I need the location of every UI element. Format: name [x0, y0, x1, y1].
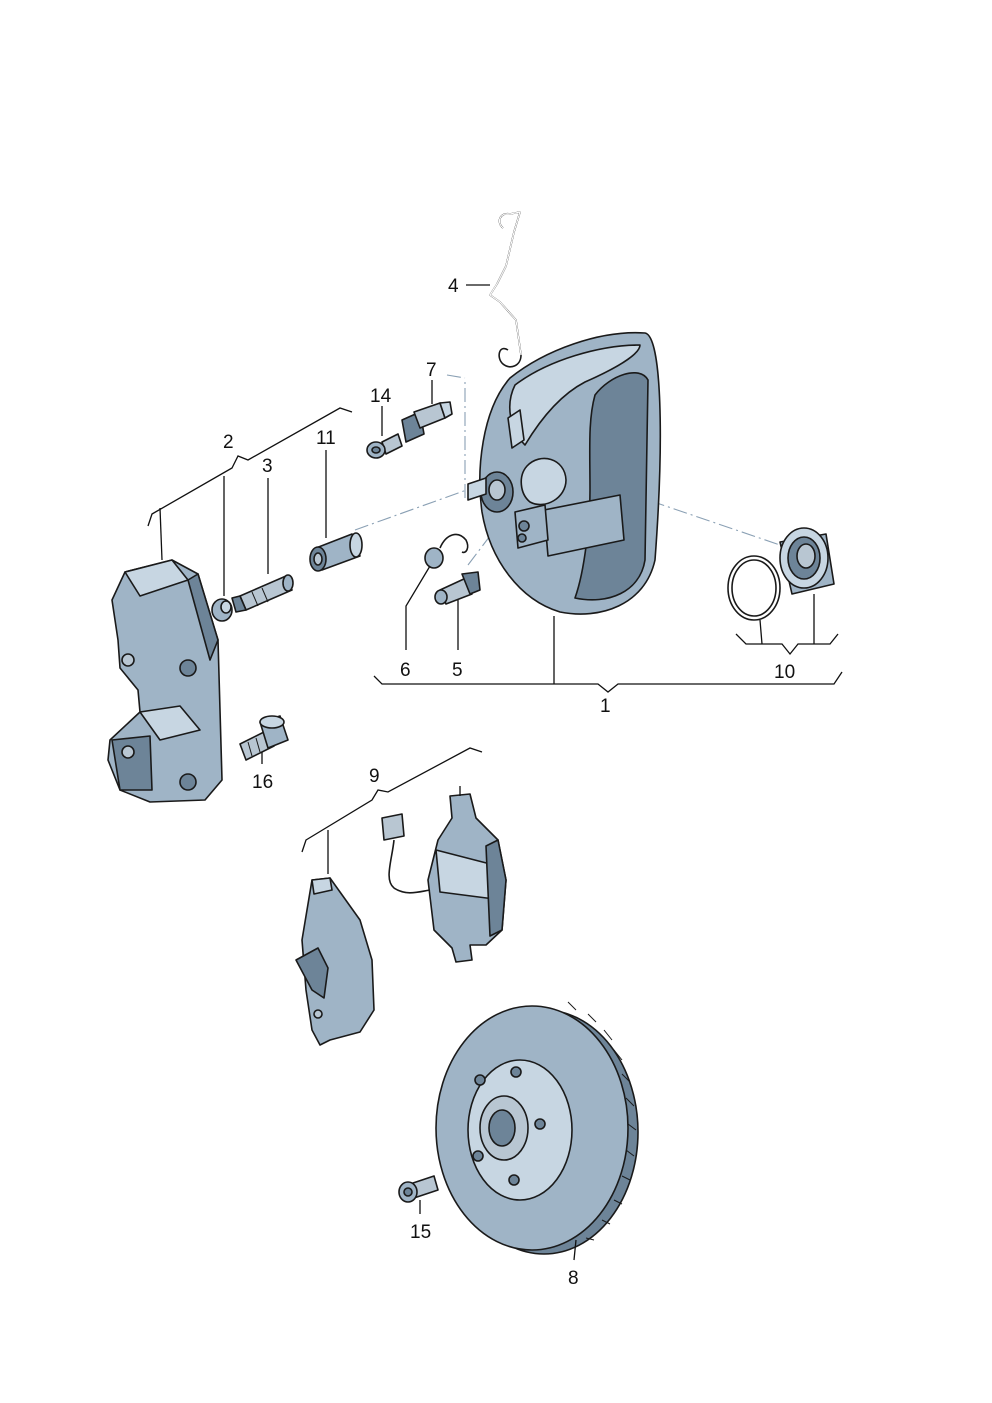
disc-screw	[398, 1175, 439, 1203]
centerline-bleed-valve	[467, 527, 497, 566]
callout-7: 7	[426, 360, 437, 381]
piston-seal	[727, 555, 781, 621]
callout-1: 1	[600, 696, 611, 717]
bracket-9	[301, 747, 483, 853]
callout-5: 5	[452, 660, 463, 681]
wear-sensor	[381, 813, 431, 894]
callout-2: 2	[223, 432, 234, 453]
callout-4: 4	[448, 276, 459, 297]
disc-vents	[567, 1001, 637, 1241]
leader-2a	[159, 507, 163, 561]
leader-lines	[147, 284, 843, 1261]
leader-6	[405, 565, 431, 650]
caliper-bracket	[107, 559, 223, 803]
bracket-10	[735, 633, 839, 656]
guide-pin	[231, 574, 294, 613]
callout-3: 3	[262, 456, 273, 477]
retaining-clip	[401, 401, 453, 443]
leader-8	[573, 1239, 577, 1261]
callout-10: 10	[774, 662, 795, 683]
bleed-valve	[434, 571, 481, 605]
centerline-sensor-clip	[446, 374, 466, 379]
brake-disc	[435, 1001, 639, 1255]
leader-10a	[759, 619, 763, 645]
bracket-bolt	[239, 715, 289, 761]
callout-9: 9	[369, 766, 380, 787]
callout-8: 8	[568, 1268, 579, 1289]
callout-11: 11	[316, 428, 336, 449]
anti-rattle-spring	[489, 211, 522, 368]
dust-cap	[211, 598, 233, 622]
piston	[779, 527, 835, 595]
bracket-2	[147, 407, 353, 527]
centerline-piston	[559, 469, 781, 546]
bleed-cap	[424, 533, 469, 569]
bracket-1	[373, 671, 843, 693]
brake-pad-inner	[295, 877, 375, 1046]
callout-6: 6	[400, 660, 411, 681]
caliper-housing	[467, 331, 662, 615]
callout-labels: 1 2 3 4 5 6 7 8 9 10 11 14 15 16	[223, 276, 795, 1289]
callout-15: 15	[410, 1222, 431, 1243]
guide-sleeve	[309, 532, 363, 572]
small-bolt	[366, 433, 403, 459]
callout-14: 14	[370, 386, 392, 407]
callout-16: 16	[252, 772, 273, 793]
brake-pad-outer	[427, 793, 507, 963]
